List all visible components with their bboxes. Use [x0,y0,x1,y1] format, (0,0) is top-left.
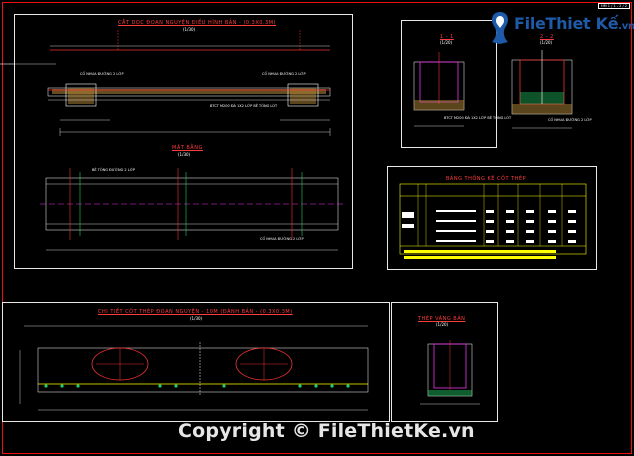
rebar-table-panel [387,166,597,270]
cross-b-panel [503,20,595,148]
rebar-table-title: BẢNG THỐNG KÊ CỐT THÉP [446,176,527,182]
logo-icon [492,12,508,44]
section-label-bottom: BTCT M200 ĐÁ 1X2 LỚP BÊ TÔNG LÓT [210,104,278,108]
rebar-detail-panel [2,302,390,422]
small-detail-title: THÉP VÀNG BẢN [418,316,466,322]
section-label-left: CỐ NHUA ĐƯỜNG 2 LỚP [80,72,124,76]
cross-section-b [511,50,573,129]
plan-view [40,168,345,251]
section-label-right: CỐ NHUA ĐƯỜNG 2 LỚP [262,72,306,76]
plan-scale: (1/30) [178,152,191,157]
brand-name: FileThiet Kế [514,14,619,33]
rebar-table [399,183,587,259]
small-detail-panel [391,302,498,422]
watermark-logo [486,10,606,50]
cross-a-scale: (1/20) [440,40,453,45]
brand-suffix: .vn [618,21,634,32]
small-detail-view [420,340,480,405]
rebar-detail-view [19,325,369,411]
small-detail-scale: (1/20) [436,322,449,327]
detail-scale: (1/30) [190,316,203,321]
sheet-number-tag: HM 1 / 1 - 2 / 2 [598,3,630,9]
section-title: CẮT DỌC ĐOẠN NGUYỆN ĐIỀU HÌNH BẢN - (0.3… [118,20,276,26]
cross-section-a [413,52,465,127]
longitudinal-section [47,30,331,136]
cross-a-title: 1 - 1 [440,34,454,40]
plan-title: MẶT BẰNG [172,145,203,151]
cross-b-label: CỐ NHUA ĐƯỜNG 2 LỚP [548,118,592,122]
cross-b-scale: (1/20) [540,40,553,45]
cross-sections-panel [401,20,497,148]
detail-title: CHI TIẾT CỐT THÉP ĐOẠN NGUYỆN - 10M (ĐÁN… [98,309,293,315]
watermark-brand: FileThiet Kế.vn [514,14,634,33]
plan-label-bottom: CỐ NHUA ĐƯỜNG 2 LỚP [260,237,304,241]
section-plan-panel [14,14,353,269]
plan-label-top: BÊ TÔNG ĐƯỜNG 2 LỚP [92,168,136,172]
section-scale: (1/30) [183,27,196,32]
copyright-watermark: Copyright © FileThietKe.vn [178,420,475,442]
cross-b-title: 2 - 2 [540,34,554,40]
cross-a-label: BTCT M200 ĐÁ 1X2 LỚP BÊ TÔNG LÓT [444,116,512,120]
